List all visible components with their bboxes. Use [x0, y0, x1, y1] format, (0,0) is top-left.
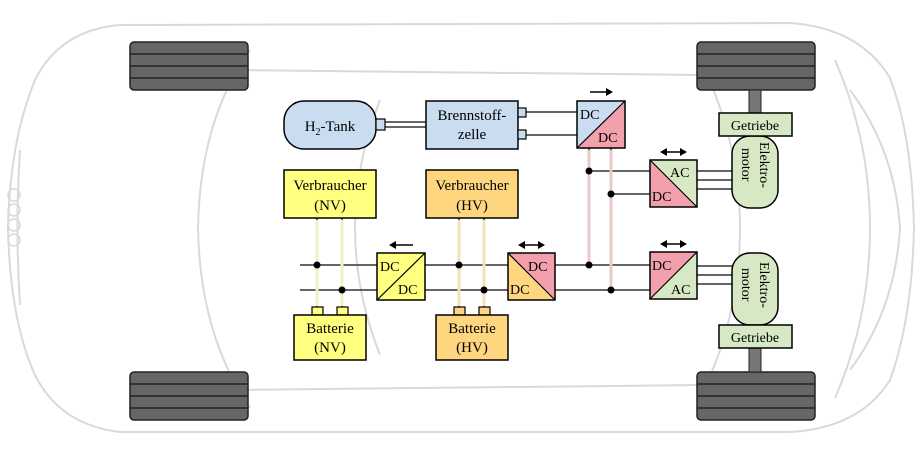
dc-dc-fc-top: DC [580, 108, 599, 123]
wheel-rear-left [129, 371, 249, 421]
motor-rear-line2: motor [738, 268, 753, 302]
gearbox-front-label: Getriebe [731, 119, 779, 134]
dc-dc-hv-bottom: DC [510, 283, 529, 298]
junction-dots [313, 167, 615, 294]
arrow-left-icon [389, 241, 413, 249]
inverter-rear-top: DC [652, 259, 671, 274]
bidirectional-arrow-icon [518, 241, 545, 249]
motor-front-line1: Elektro- [756, 142, 771, 188]
battery-lv-line1: Batterie [306, 321, 354, 337]
motor-front-line2: motor [738, 148, 753, 182]
consumer-lv-line1: Verbraucher [293, 178, 366, 194]
consumer-lv: Verbraucher (NV) [283, 169, 377, 219]
h2-tank-label: H2-Tank [305, 119, 356, 138]
inverter-front: AC DC [649, 159, 698, 208]
dc-dc-converter-lv: DC DC [376, 252, 426, 301]
inverter-front-bottom: DC [652, 190, 671, 205]
fuel-cell-line2: zelle [458, 127, 487, 143]
dc-dc-lv-top: DC [380, 260, 399, 275]
arrow-right-icon [590, 88, 613, 96]
wheel-rear-right [696, 371, 816, 421]
dc-dc-hv-top: DC [528, 260, 547, 275]
consumer-hv-line2: (HV) [456, 198, 488, 214]
dc-dc-fc-bottom: DC [598, 131, 617, 146]
battery-lv-line2: (NV) [314, 340, 346, 356]
bidirectional-arrow-icon [660, 240, 687, 248]
battery-lv: Batterie (NV) [293, 306, 367, 361]
bidirectional-arrow-icon [660, 148, 687, 156]
fuel-cell: Brennstoff- zelle [425, 100, 527, 150]
battery-hv-line1: Batterie [448, 321, 496, 337]
car-outline [6, 21, 916, 433]
battery-hv: Batterie (HV) [435, 306, 509, 361]
dc-dc-converter-fuel-cell: DC DC [576, 100, 626, 149]
motor-rear-line1: Elektro- [756, 262, 771, 308]
car-logo-rings [7, 188, 21, 247]
inverter-front-top: AC [670, 166, 689, 181]
consumer-hv-line1: Verbraucher [435, 178, 508, 194]
wheel-front-left [129, 41, 249, 91]
dc-dc-lv-bottom: DC [398, 283, 417, 298]
wheel-front-right [696, 41, 816, 91]
inverter-rear-bottom: AC [671, 283, 690, 298]
electric-motor-rear: Elektro- motor [731, 252, 779, 326]
gearbox-front: Getriebe [718, 112, 793, 137]
h2-tank: H2-Tank [283, 100, 386, 150]
fuel-cell-line1: Brennstoff- [438, 108, 507, 124]
consumer-lv-line2: (NV) [314, 198, 346, 214]
electric-motor-front: Elektro- motor [731, 135, 779, 209]
gearbox-rear-label: Getriebe [731, 331, 779, 346]
dc-dc-converter-hv: DC DC [507, 252, 556, 301]
battery-hv-line2: (HV) [456, 340, 488, 356]
inverter-rear: DC AC [649, 251, 698, 300]
gearbox-rear: Getriebe [718, 324, 793, 349]
consumer-hv: Verbraucher (HV) [425, 169, 519, 219]
